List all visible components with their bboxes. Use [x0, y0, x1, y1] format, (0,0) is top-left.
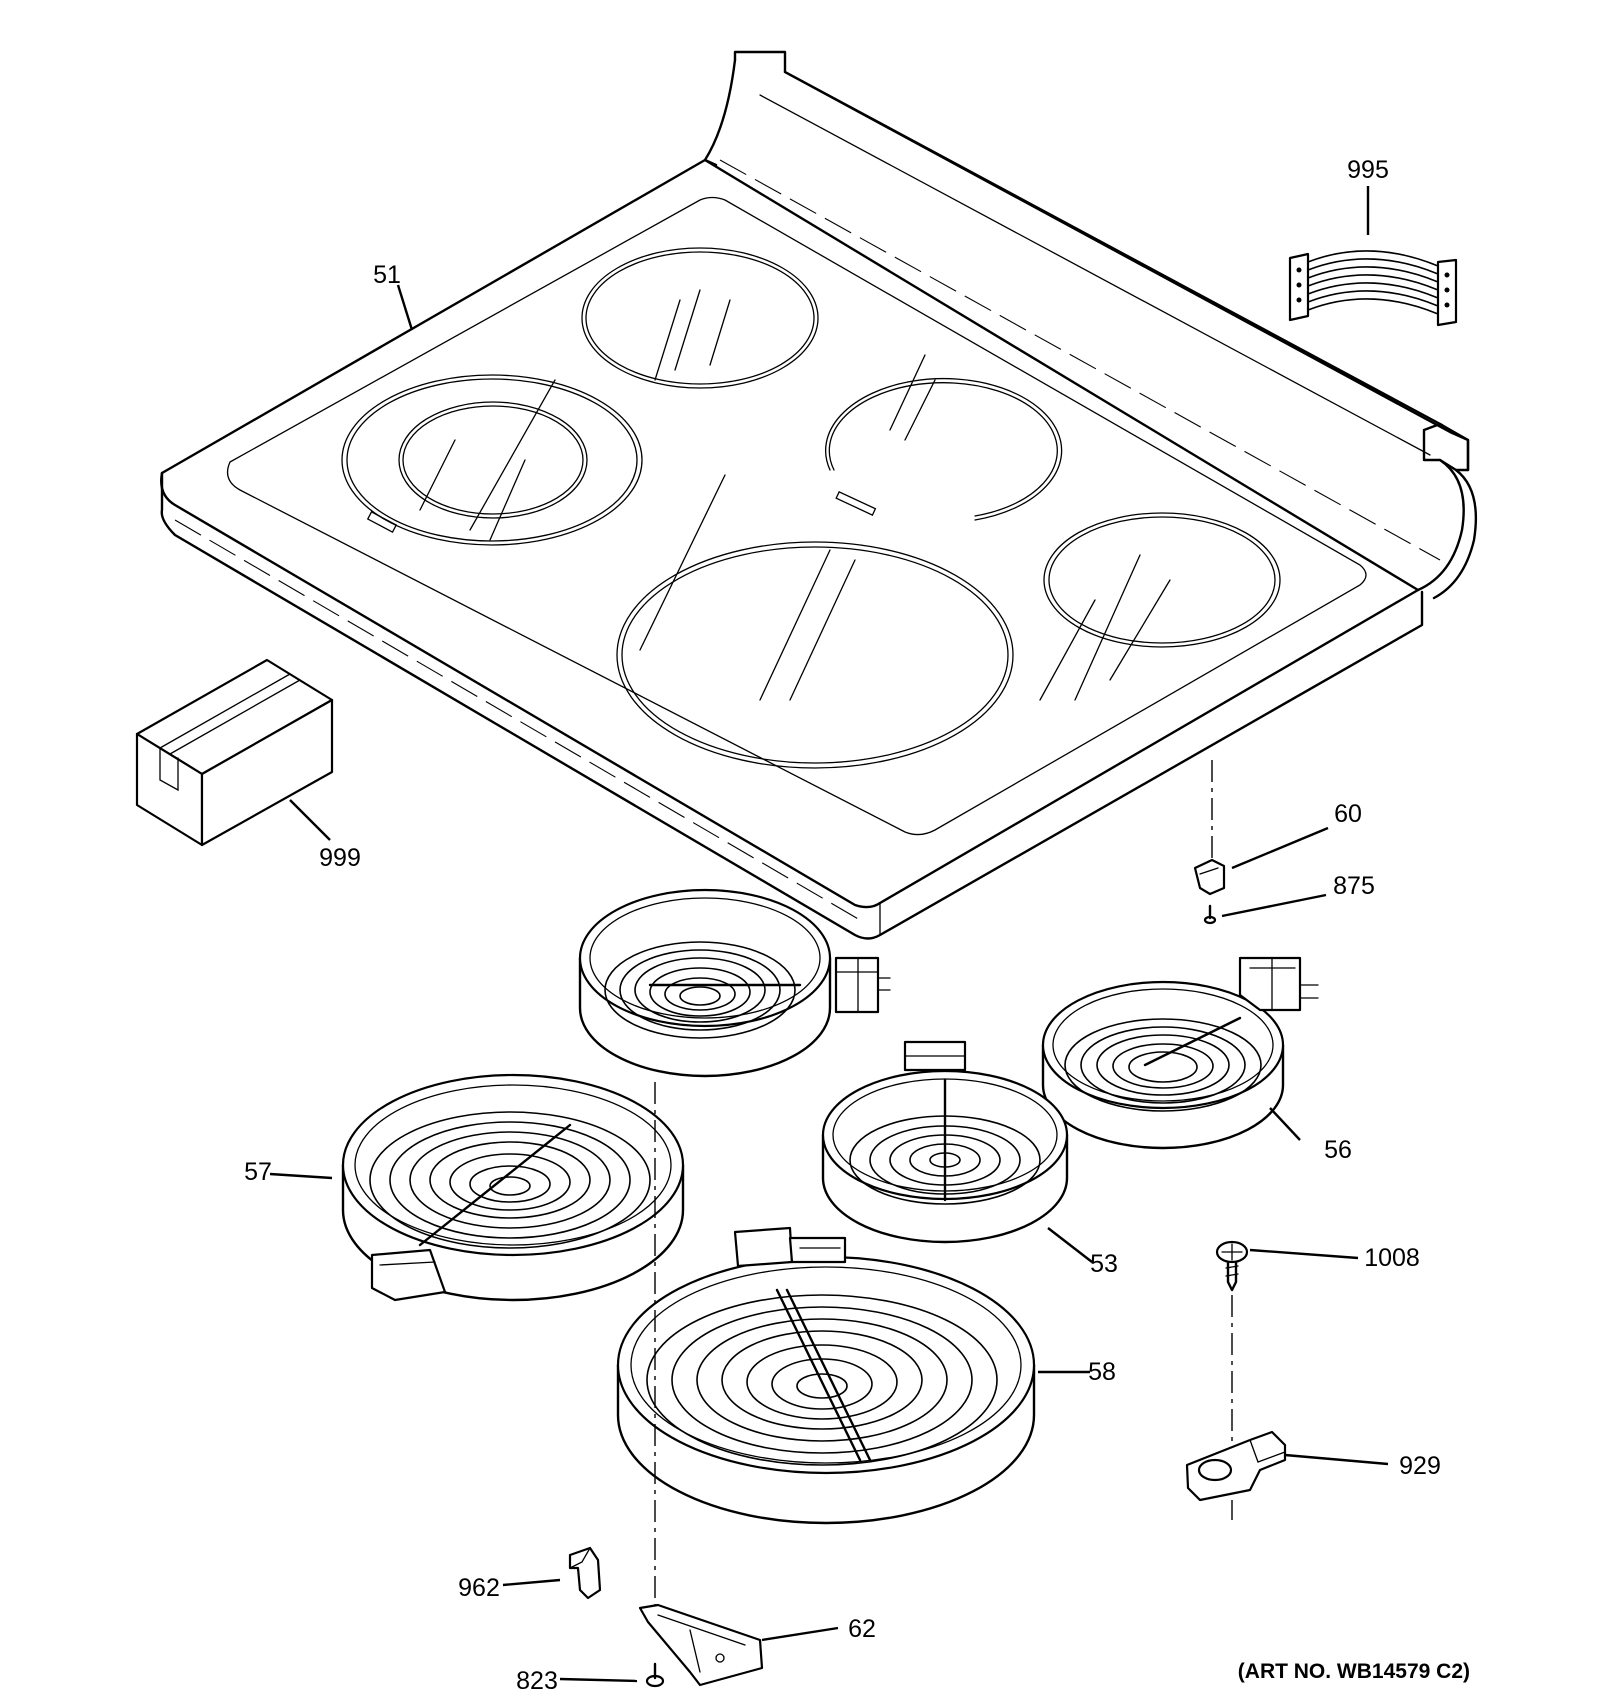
radiant-element-56-drawing [1041, 956, 1319, 1150]
label-53: 53 [1090, 1250, 1118, 1278]
screw-1008-drawing [1215, 1240, 1249, 1292]
art-number: (ART NO. WB14579 C2) [1238, 1660, 1470, 1683]
label-929: 929 [1399, 1452, 1441, 1480]
clip-962-drawing [568, 1546, 602, 1600]
label-875: 875 [1333, 872, 1375, 900]
radiant-element-58-drawing [616, 1226, 1036, 1525]
label-62: 62 [848, 1615, 876, 1643]
warming-element-53-drawing [821, 1040, 1069, 1244]
glass-cooktop-drawing [160, 50, 1478, 940]
screw-823-drawing [645, 1662, 665, 1688]
label-1008: 1008 [1364, 1244, 1420, 1272]
label-57: 57 [244, 1158, 272, 1186]
leader-lines [269, 186, 1389, 1683]
screw-875-drawing [1203, 904, 1217, 925]
label-60: 60 [1334, 800, 1362, 828]
label-995: 995 [1347, 156, 1389, 184]
label-823: 823 [516, 1667, 558, 1695]
wire-harness-drawing [1288, 250, 1458, 327]
label-56: 56 [1324, 1136, 1352, 1164]
radiant-element-top-drawing [578, 888, 891, 1078]
label-58: 58 [1088, 1358, 1116, 1386]
radiant-element-57-drawing [341, 1073, 685, 1302]
label-999: 999 [319, 844, 361, 872]
bracket-62-drawing [638, 1603, 764, 1687]
clip-60-drawing [1193, 760, 1226, 896]
label-51: 51 [373, 261, 401, 289]
label-962: 962 [458, 1574, 500, 1602]
part-box-drawing [135, 658, 334, 847]
bracket-929-drawing [1185, 1430, 1287, 1502]
